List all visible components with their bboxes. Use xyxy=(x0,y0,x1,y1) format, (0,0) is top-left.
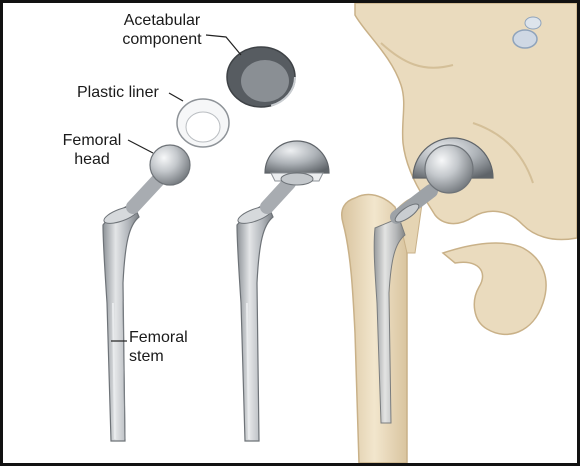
femoral-stem-left xyxy=(102,179,159,441)
acetabular-label-line2: component xyxy=(112,30,212,49)
femoral-stem-label-line2: stem xyxy=(129,347,188,366)
femoral-head-label: Femoral head xyxy=(55,131,129,169)
femoral-stem-label-line1: Femoral xyxy=(129,328,188,347)
plastic-liner-label: Plastic liner xyxy=(77,83,159,102)
acetabular-label-line1: Acetabular xyxy=(112,11,212,30)
assembled-implant xyxy=(236,141,329,441)
acetabular-component-piece xyxy=(227,47,295,107)
femoral-head-label-line1: Femoral xyxy=(55,131,129,150)
femoral-head-left xyxy=(150,145,190,185)
leader-lines xyxy=(111,35,241,341)
hip-replacement-illustration xyxy=(3,3,577,463)
leader-plastic-liner xyxy=(169,93,183,101)
plastic-liner-piece xyxy=(177,99,229,147)
femoral-stem-label: Femoral stem xyxy=(129,328,188,366)
leader-femoral-head xyxy=(128,140,153,153)
femoral-head-label-line2: head xyxy=(55,150,129,169)
acetabular-component-label: Acetabular component xyxy=(112,11,212,49)
